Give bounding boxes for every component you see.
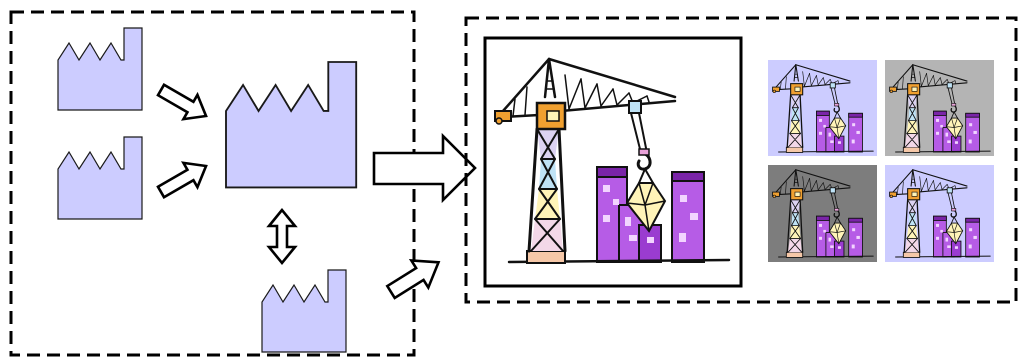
thumbnail-light-gray bbox=[885, 60, 994, 156]
thumbnail-lavender-2 bbox=[885, 165, 994, 262]
arrow-derived-to-scene-icon bbox=[385, 258, 441, 300]
thumbnail-lavender bbox=[768, 60, 877, 156]
thumbnail-dark-gray bbox=[768, 165, 877, 262]
arrow-to-scene-icon bbox=[372, 132, 477, 204]
arrow-top-to-merged-icon bbox=[156, 83, 208, 121]
factory-icon-bottom-left bbox=[57, 136, 143, 220]
factory-icon-top-left bbox=[57, 27, 143, 111]
factory-icon-derived bbox=[261, 269, 347, 353]
factory-group-border bbox=[9, 10, 416, 357]
bidirectional-arrow-icon bbox=[266, 207, 298, 266]
output-group-border bbox=[464, 16, 1018, 304]
factory-icon-merged bbox=[225, 61, 358, 189]
arrow-bottom-to-merged-icon bbox=[156, 161, 208, 199]
